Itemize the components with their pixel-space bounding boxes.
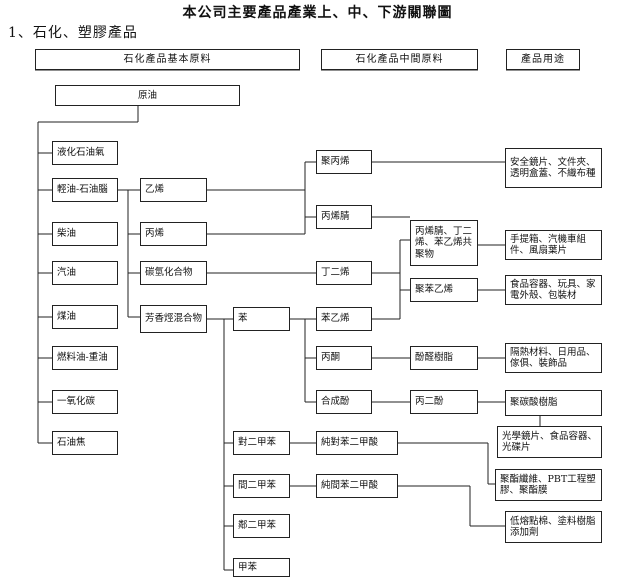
node-naphtha: 輕油-石油腦 <box>52 178 118 202</box>
node-petroleum-coke: 石油焦 <box>52 431 118 455</box>
node-diesel: 柴油 <box>52 222 118 246</box>
node-bisphenol-a: 丙二酚 <box>410 390 478 414</box>
node-pia: 純間苯二甲酸 <box>316 474 398 498</box>
usage-pia: 低熔點棉、塗料樹脂添加劑 <box>505 511 602 543</box>
node-acetone: 丙酮 <box>316 346 372 370</box>
node-hydrocarbons: 碳氫化合物 <box>140 261 207 285</box>
column-basic-materials: 石化產品基本原料 <box>35 49 300 70</box>
node-benzene: 苯 <box>233 307 290 331</box>
node-polystyrene: 聚苯乙烯 <box>410 278 478 302</box>
node-toluene: 甲苯 <box>233 558 290 577</box>
usage-abs: 手提箱、汽機車組件、風扇葉片 <box>505 230 602 260</box>
node-lpg: 液化石油氣 <box>52 141 118 165</box>
column-intermediate-materials: 石化產品中間原料 <box>321 49 478 70</box>
node-p-xylene: 對二甲苯 <box>233 431 290 455</box>
page-subtitle: 1、石化、塑膠產品 <box>8 25 138 41</box>
node-abs: 丙烯腈、丁二烯、苯乙烯共聚物 <box>410 220 478 266</box>
node-m-xylene: 間二甲苯 <box>233 474 290 498</box>
node-butadiene: 丁二烯 <box>316 261 372 285</box>
usage-pta: 聚酯纖維、PBT工程塑膠、聚酯膜 <box>495 469 602 501</box>
node-phenol: 合成酚 <box>316 390 372 414</box>
usage-polypropylene: 安全鏡片、文件夾、透明盒蓋、不織布種 <box>505 148 602 188</box>
node-polypropylene: 聚丙烯 <box>316 150 372 174</box>
node-kerosene: 煤油 <box>52 305 118 329</box>
node-polycarbonate: 聚碳酸樹脂 <box>505 390 602 416</box>
usage-polystyrene: 食品容器、玩具、家電外殼、包裝材 <box>505 275 602 305</box>
node-aromatics: 芳香烴混合物 <box>140 305 207 333</box>
node-crude-oil: 原油 <box>55 85 240 106</box>
page-title: 本公司主要產品產業上、中、下游關聯圖 <box>182 5 453 21</box>
usage-phenolic-resin: 隔熱材料、日用品、傢俱、裝飾品 <box>505 343 602 373</box>
node-styrene: 苯乙烯 <box>316 307 372 331</box>
node-gasoline: 汽油 <box>52 261 118 285</box>
node-fuel-oil: 燃料油-重油 <box>52 346 118 370</box>
node-phenolic-resin: 酚醛樹脂 <box>410 346 478 370</box>
node-o-xylene: 鄰二甲苯 <box>233 514 290 538</box>
node-acrylonitrile: 丙烯腈 <box>316 205 372 229</box>
node-ethylene: 乙烯 <box>140 178 207 202</box>
usage-polycarbonate: 光學鏡片、食品容器、光碟片 <box>497 426 602 458</box>
column-product-usage: 產品用途 <box>506 49 580 70</box>
node-pta: 純對苯二甲酸 <box>316 431 398 455</box>
node-propylene: 丙烯 <box>140 222 207 246</box>
node-carbon-monoxide: 一氧化碳 <box>52 390 118 414</box>
